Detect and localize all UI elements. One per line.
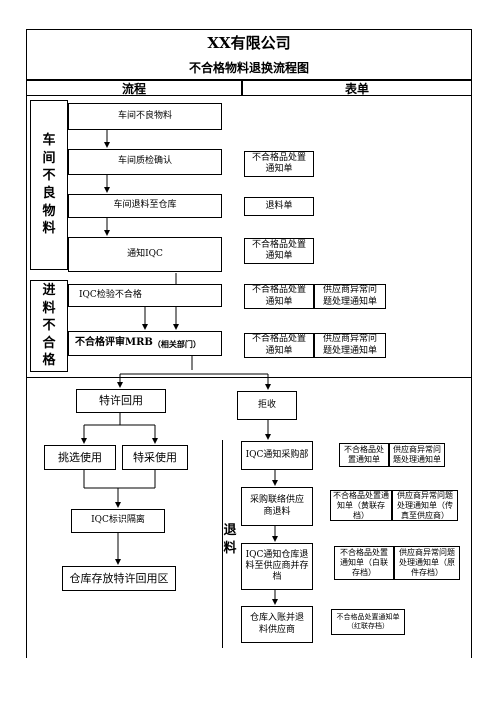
section-char: 车: [42, 133, 56, 149]
process-iqc-notify-warehouse: IQC通知仓库退料至供应商并存档: [241, 543, 313, 590]
process-notify-iqc: 通知IQC: [68, 237, 222, 272]
return-section-bracket: [222, 440, 238, 648]
process-warehouse-concession-area: 仓库存放特许回用区: [62, 566, 176, 591]
section-char: 不: [42, 318, 56, 334]
section-frame-workshop: [30, 100, 68, 270]
form-supplier-exception-notice: 供应商异常问题处理通知单: [314, 333, 386, 358]
form-return-slip: 退料单: [244, 197, 314, 216]
process-iqc-inspection-fail: IQC检验不合格: [68, 284, 222, 307]
section-label-workshop: 车 间 不 良 物 料: [30, 100, 68, 270]
process-mrb-review: 不合格评审MRB （相关部门）: [68, 331, 222, 356]
section-char: 进: [42, 283, 56, 299]
form-supplier-exception-notice-fax: 供应商异常问题处理通知单（传真至供应商）: [392, 490, 458, 521]
form-supplier-exception-notice: 供应商异常问题处理通知单: [389, 443, 445, 467]
section-char: 格: [42, 353, 56, 369]
process-warehouse-post-return: 仓库入账并退料供应商: [241, 606, 313, 643]
process-sort-and-use: 挑选使用: [44, 445, 116, 470]
mrb-sub-label: （相关部门）: [152, 338, 201, 349]
process-purchasing-contact-supplier: 采购联络供应商退料: [241, 487, 313, 526]
column-header-flow: 流程: [121, 81, 146, 96]
form-nonconforming-notice: 不合格品处置通知单: [244, 151, 314, 177]
column-header-form: 表单: [344, 81, 369, 96]
process-reject: 拒收: [237, 391, 297, 420]
form-nonconforming-notice: 不合格品处置通知单: [244, 238, 314, 264]
form-nonconforming-notice: 不合格品处置通知单: [244, 333, 314, 358]
chart-subtitle: 不合格物料退换流程图: [188, 60, 309, 75]
process-special-use: 特采使用: [122, 445, 188, 470]
mrb-main-label: 不合格评审MRB: [75, 337, 153, 349]
company-title: XX有限公司: [207, 33, 291, 52]
form-nonconforming-notice-red: 不合格品处置通知单（红联存档）: [331, 609, 405, 635]
title-frame: [26, 29, 472, 80]
process-workshop-qc-confirm: 车间质检确认: [68, 149, 222, 175]
header-form-cell: [242, 80, 472, 96]
section-char: 间: [42, 150, 56, 166]
form-nonconforming-notice-yellow: 不合格品处置通知单（黄联存档）: [330, 490, 392, 521]
form-nonconforming-notice: 不合格品处置通知单: [339, 443, 389, 467]
header-flow-cell: [26, 80, 242, 96]
process-concession-reuse: 特许回用: [76, 389, 166, 413]
form-supplier-exception-notice: 供应商异常问题处理通知单: [314, 284, 386, 309]
section-frame-incoming: [30, 280, 68, 372]
section-char: 退: [223, 523, 237, 539]
section-char: 良: [42, 186, 56, 201]
process-workshop-return-to-warehouse: 车间退料至仓库: [68, 194, 222, 218]
process-iqc-notify-purchasing: IQC通知采购部: [241, 441, 313, 470]
section-char: 合: [42, 335, 56, 351]
section-char: 不: [42, 168, 56, 184]
process-iqc-tag-isolate: IQC标识隔离: [71, 509, 165, 533]
form-supplier-exception-notice-original: 供应商异常问题处理通知单（原件存档）: [394, 546, 460, 580]
section-char: 料: [42, 221, 56, 237]
section-divider: [26, 377, 472, 378]
process-workshop-defect: 车间不良物料: [68, 103, 222, 130]
section-char: 料: [223, 541, 237, 556]
form-nonconforming-notice: 不合格品处置通知单: [244, 284, 314, 309]
section-char: 物: [42, 203, 56, 219]
section-char: 料: [42, 300, 56, 316]
section-label-incoming: 进 料 不 合 格: [30, 280, 68, 372]
section-label-return: 退 料: [222, 510, 238, 570]
form-nonconforming-notice-white: 不合格品处置通知单（白联存档）: [334, 546, 394, 580]
